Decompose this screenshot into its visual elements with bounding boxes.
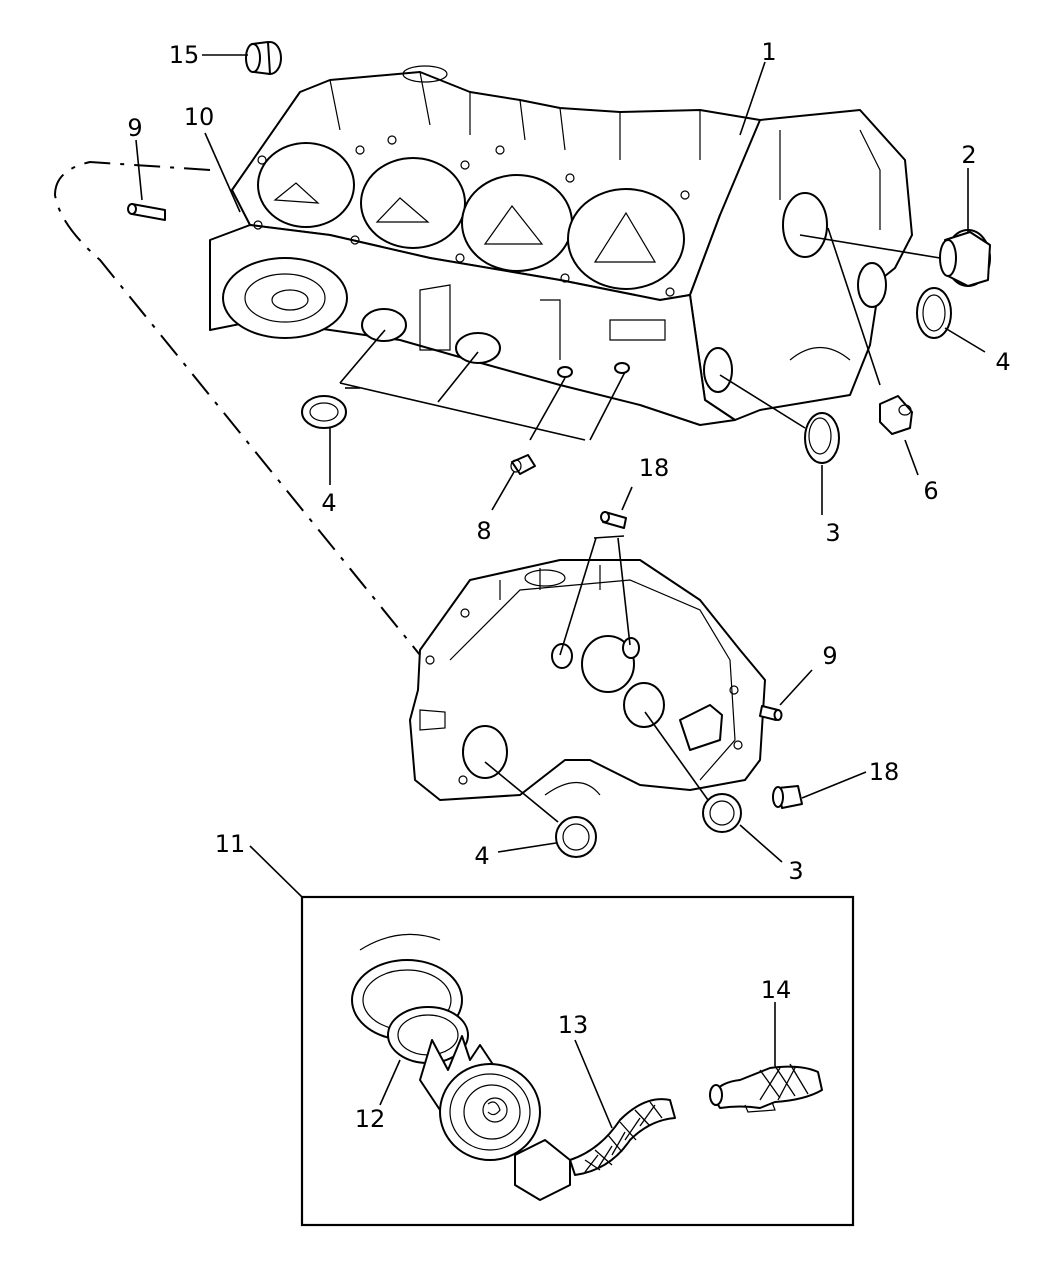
engine-block	[209, 65, 913, 426]
callout-8: 8	[476, 517, 491, 545]
callout-12: 12	[355, 1105, 386, 1133]
callout-13: 13	[558, 1011, 589, 1039]
callout-4-lower: 4	[474, 842, 489, 870]
callout-10: 10	[184, 103, 215, 131]
callout-3-lower: 3	[788, 857, 803, 885]
part-4-seal-left	[301, 395, 347, 429]
callout-1: 1	[761, 38, 776, 66]
callout-2: 2	[961, 141, 976, 169]
dowel-routing-line	[53, 160, 421, 656]
callout-18-top: 18	[639, 454, 670, 482]
callout-18-right: 18	[869, 758, 900, 786]
part-18-plug-right	[772, 785, 803, 809]
callout-14: 14	[761, 976, 792, 1004]
part-15-plug	[245, 41, 282, 75]
callout-labels: 15 1 2 4 6 3 9 10 4 8 18 9 18 4 3 11 12 …	[127, 38, 1010, 1133]
callout-11: 11	[215, 830, 246, 858]
callout-6: 6	[923, 477, 938, 505]
rear-housing	[409, 559, 766, 801]
part-6-plug	[879, 395, 913, 435]
part-4-freeze-plug-right	[916, 287, 952, 339]
part-9-dowel-right	[759, 705, 783, 721]
callout-9-right: 9	[822, 642, 837, 670]
part-2-cam-bearing	[939, 229, 991, 287]
callout-3-top: 3	[825, 519, 840, 547]
part-9-dowel	[127, 203, 166, 221]
part-3-freeze-plug-lower	[702, 793, 742, 833]
part-18-plug-top	[600, 511, 627, 529]
part-11-crank-sensor-assembly	[419, 1035, 541, 1161]
callout-9-left: 9	[127, 114, 142, 142]
part-4-freeze-plug-lower	[555, 816, 597, 858]
part-13-sensor-cable	[514, 1098, 676, 1201]
callout-15: 15	[169, 41, 200, 69]
part-8-plug	[510, 454, 536, 475]
part-12-seal-rings	[351, 933, 469, 1064]
leader-lines	[135, 54, 986, 1129]
inset-box	[300, 895, 855, 1227]
callout-4-left: 4	[321, 489, 336, 517]
part-14-sensor-plug	[709, 1063, 823, 1113]
part-3-freeze-plug-top	[804, 412, 840, 464]
callout-4-right: 4	[995, 348, 1010, 376]
